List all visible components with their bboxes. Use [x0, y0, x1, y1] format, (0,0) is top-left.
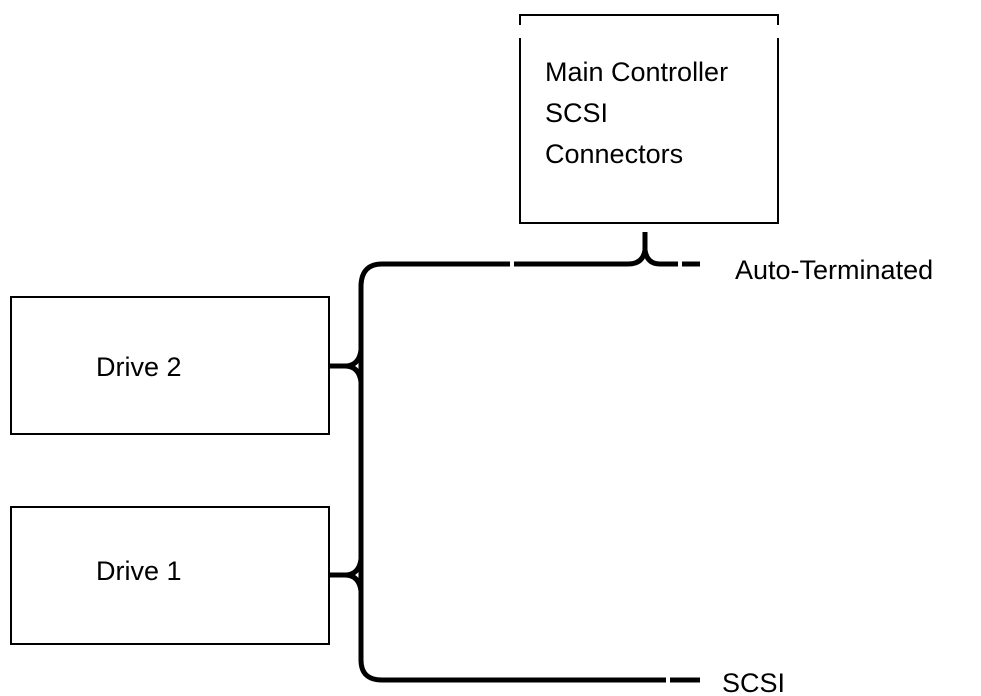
- drive-2-box: Drive 2: [10, 296, 330, 435]
- controller-label-line-3: Connectors: [545, 139, 683, 169]
- cable-top-run: [642, 232, 700, 267]
- drive-1-label: Drive 1: [96, 556, 182, 586]
- auto-terminated-label: Auto-Terminated: [735, 255, 933, 285]
- main-controller-box: Main Controller SCSI Connectors: [518, 14, 780, 224]
- drive-2-label: Drive 2: [96, 352, 182, 382]
- scsi-cable: [329, 232, 700, 686]
- drive-1-connector: [329, 558, 364, 592]
- drive-1-box: Drive 1: [10, 506, 330, 645]
- scsi-end-label: SCSI: [722, 668, 785, 696]
- drive-2-connector: [329, 349, 364, 383]
- controller-label-line-2: SCSI: [545, 98, 608, 128]
- controller-label-line-1: Main Controller: [545, 57, 728, 87]
- cable-top-left-run: [358, 232, 700, 683]
